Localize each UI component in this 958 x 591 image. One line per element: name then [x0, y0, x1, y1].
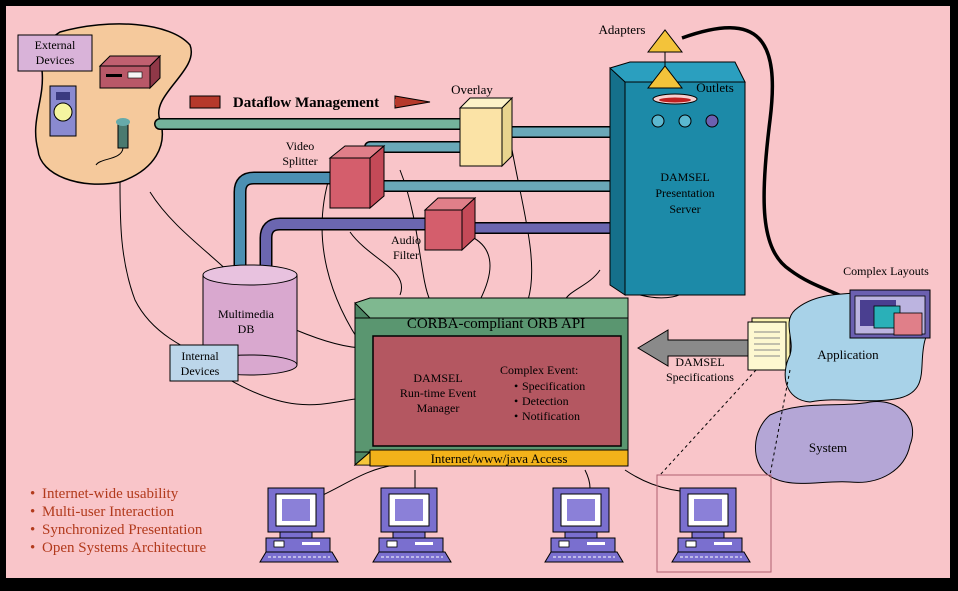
presentation-server-box — [609, 61, 746, 296]
svg-text:Devices: Devices — [181, 364, 220, 378]
application-label: Application — [817, 347, 879, 362]
overlay-cube — [458, 96, 514, 168]
svg-text:Notification: Notification — [522, 409, 580, 423]
svg-text:Detection: Detection — [522, 394, 569, 408]
adapter-cable — [681, 26, 851, 302]
svg-text:External: External — [35, 38, 76, 52]
corba-api-label: CORBA-compliant ORB API — [407, 316, 585, 332]
feature-item: Open Systems Architecture — [42, 540, 206, 556]
damsel-specifications-label-1: DAMSEL — [675, 355, 724, 369]
svg-text:•: • — [514, 379, 518, 393]
svg-text:DAMSEL: DAMSEL — [413, 371, 462, 385]
internet-access-bar: Internet/www/java Access — [353, 449, 629, 467]
svg-text:•: • — [514, 394, 518, 408]
feature-list: • Internet-wide usability • Multi-user I… — [30, 486, 206, 556]
video-splitter-label-1: Video — [286, 139, 315, 153]
adapters-label: Adapters — [599, 22, 646, 37]
audio-filter-label-1: Audio — [391, 233, 421, 247]
outlets-label: Outlets — [696, 80, 734, 95]
pipes — [154, 118, 631, 282]
presentation-server-label-1: DAMSEL — [660, 170, 709, 184]
svg-text:•: • — [30, 540, 35, 556]
damsel-specifications-label-2: Specifications — [666, 370, 734, 384]
presentation-server-label-3: Server — [669, 202, 700, 216]
feature-item: Internet-wide usability — [42, 486, 179, 502]
dataflow-arrow — [189, 95, 431, 109]
layout-window-icon — [849, 289, 931, 339]
multimedia-db-label-2: DB — [238, 322, 255, 336]
feature-item: Multi-user Interaction — [42, 504, 175, 520]
system-label: System — [809, 440, 847, 455]
document-icon — [747, 317, 791, 371]
svg-text:•: • — [30, 504, 35, 520]
svg-text:Internet/www/java Access: Internet/www/java Access — [431, 451, 568, 466]
overlay-label: Overlay — [451, 82, 493, 97]
vcr-icon — [98, 54, 162, 90]
internal-devices-label: Internal Devices — [169, 344, 239, 382]
video-splitter-cube — [328, 144, 386, 210]
complex-layouts-label: Complex Layouts — [843, 264, 929, 278]
multimedia-db-label-1: Multimedia — [218, 307, 275, 321]
audio-filter-label-2: Filter — [393, 248, 419, 262]
complex-event-list: Complex Event: • Specification • Detecti… — [500, 363, 585, 423]
external-devices-label: External Devices — [17, 34, 93, 72]
svg-text:Run-time Event: Run-time Event — [400, 386, 477, 400]
svg-text:Internal: Internal — [181, 349, 219, 363]
video-splitter-label-2: Splitter — [282, 154, 317, 168]
outlet-triangle — [646, 65, 684, 89]
svg-text:•: • — [30, 522, 35, 538]
svg-text:Specification: Specification — [522, 379, 585, 393]
orb-box — [354, 297, 629, 467]
svg-text:Complex Event:: Complex Event: — [500, 363, 578, 377]
svg-text:Devices: Devices — [36, 53, 75, 67]
audio-filter-cube — [423, 196, 477, 252]
highlight-frame — [656, 474, 772, 573]
dataflow-management-label: Dataflow Management — [233, 95, 379, 111]
svg-text:•: • — [30, 486, 35, 502]
presentation-server-label-2: Presentation — [655, 186, 714, 200]
speaker-icon — [49, 85, 77, 137]
svg-text:•: • — [514, 409, 518, 423]
svg-text:Manager: Manager — [417, 401, 460, 415]
event-manager-text: DAMSEL Run-time Event Manager — [400, 371, 477, 415]
feature-item: Synchronized Presentation — [42, 522, 203, 538]
microphone-icon — [95, 118, 130, 166]
